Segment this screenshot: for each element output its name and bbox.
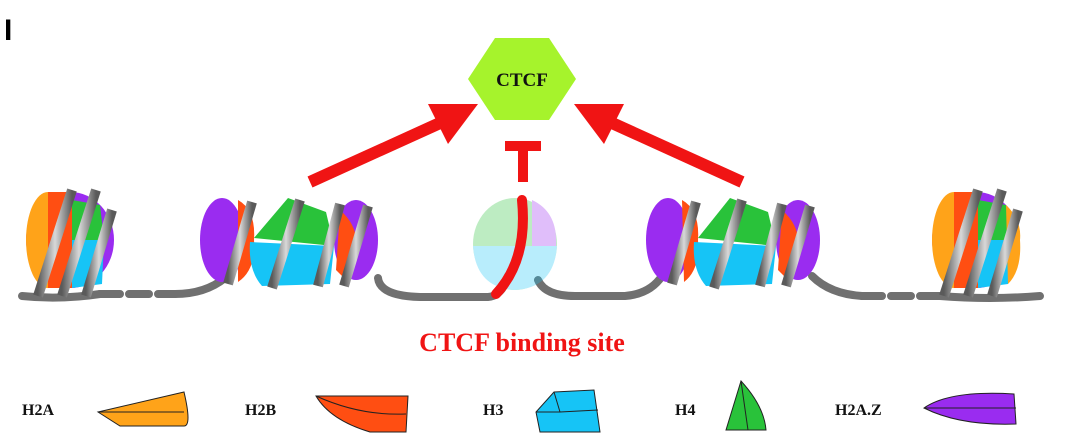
legend-label-h2b: H2B [245, 402, 276, 419]
legend: H2A H2B H3 H4 H2A.Z [22, 380, 1017, 433]
nucleosome-canonical-left [26, 188, 117, 298]
h3-shape-icon [535, 389, 601, 433]
histone-h2az-shape [532, 200, 557, 246]
legend-label-h4: H4 [675, 402, 695, 419]
panel-letter: I [4, 14, 13, 47]
arrow-left-head [428, 104, 478, 144]
nucleosome-h2az-right [646, 198, 820, 290]
histone-h4-shape [473, 198, 557, 290]
ctcf-label: CTCF [496, 70, 548, 91]
legend-label-h2az: H2A.Z [835, 402, 882, 419]
legend-item-h3: H3 [483, 389, 601, 433]
dna-wrap [223, 198, 373, 290]
ctcf-hexagon [468, 38, 576, 120]
nucleosome-faded-center [473, 198, 557, 290]
legend-label-h3: H3 [483, 402, 503, 419]
arrow-left-shaft [307, 117, 443, 188]
legend-item-h2b: H2B [245, 395, 409, 433]
arrow-right-head [574, 104, 624, 144]
legend-item-h2az: H2A.Z [835, 392, 1017, 425]
legend-label-h2a: H2A [22, 402, 54, 419]
histone-h3-shape [249, 242, 334, 286]
dna-wrap [33, 188, 117, 298]
recruitment-arrows [307, 104, 745, 188]
nucleosome-canonical-right [932, 188, 1023, 298]
h2a-shape-icon [96, 391, 189, 427]
dna-wrap [667, 198, 815, 290]
nucleosome-h2az-left [200, 198, 378, 290]
dna-wrap [939, 188, 1023, 298]
h2az-shape-icon [923, 392, 1017, 425]
legend-item-h2a: H2A [22, 391, 189, 427]
ctcf-binding-site-dna-highlight [491, 195, 528, 299]
h4-shape-icon [725, 380, 767, 431]
legend-item-h4: H4 [675, 380, 767, 431]
binding-site-label: CTCF binding site [419, 328, 625, 357]
inhibition-tbar [505, 141, 541, 182]
arrow-right-shaft [609, 117, 745, 188]
ctcf-protein: CTCF [468, 38, 576, 120]
